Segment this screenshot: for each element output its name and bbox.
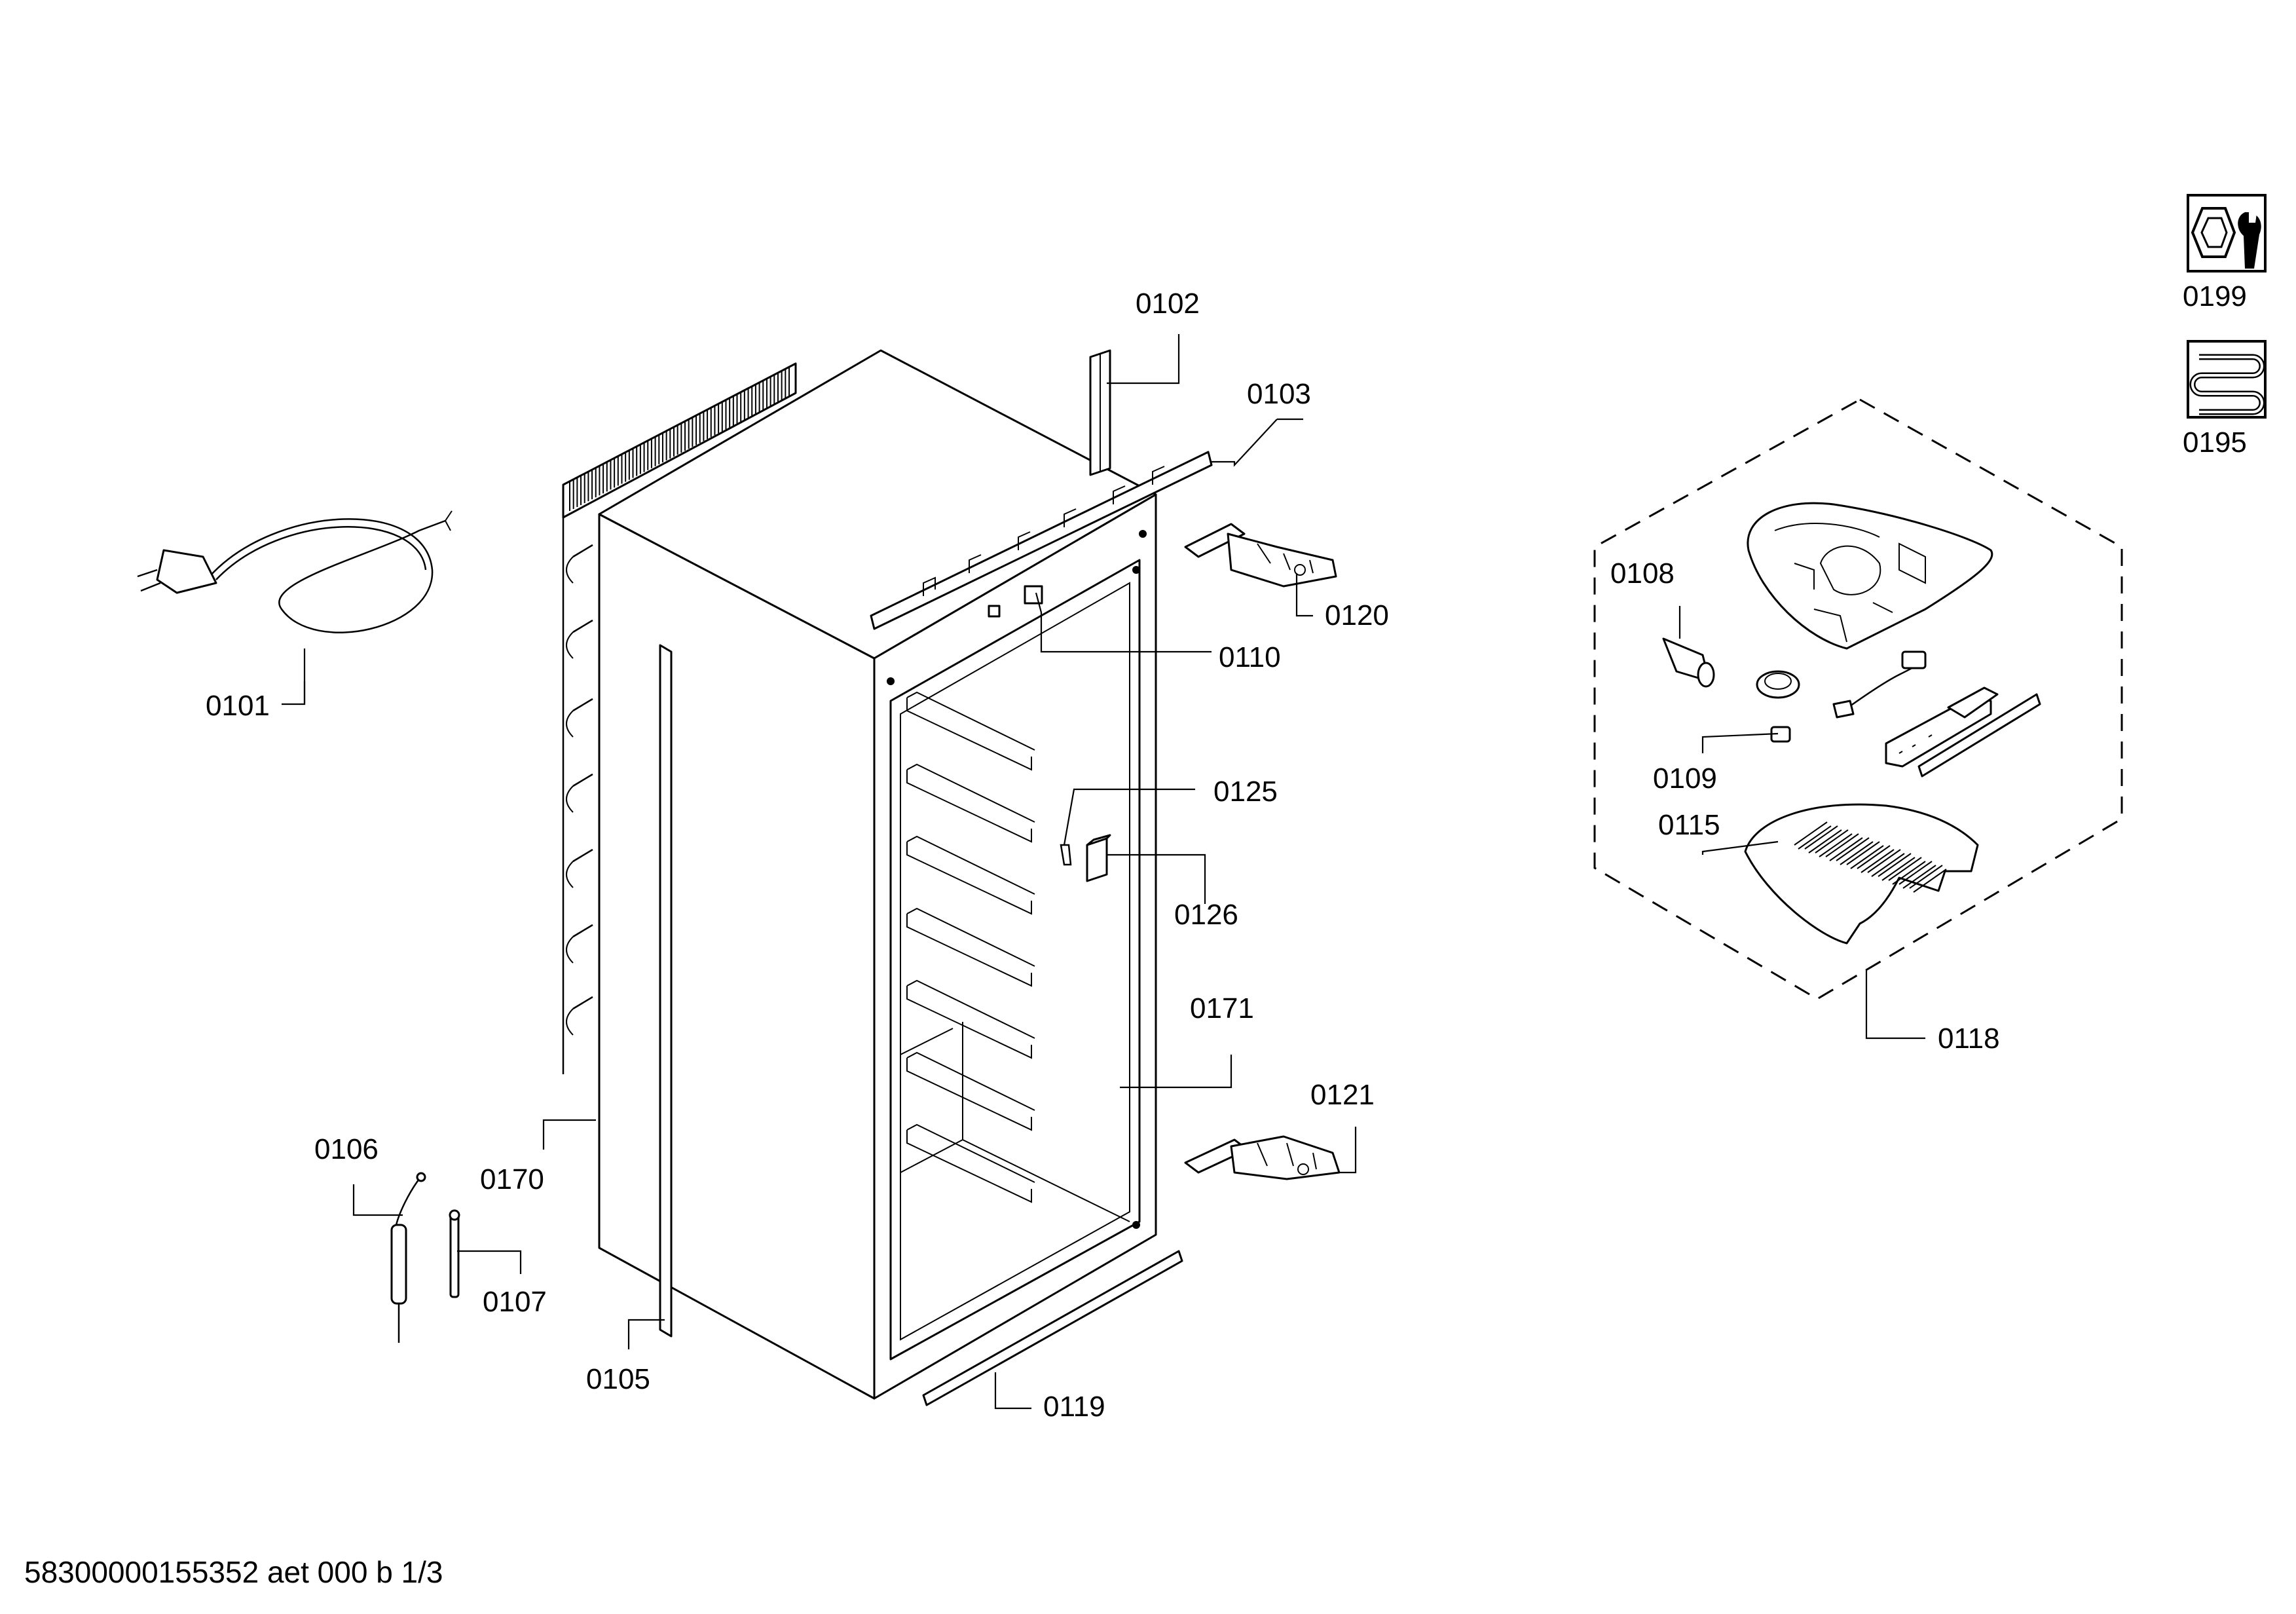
- label-0126: 0126: [1174, 899, 1238, 931]
- label-0103: 0103: [1247, 378, 1311, 410]
- heating-coil-icon: [2187, 340, 2267, 419]
- door-switch-parts: [1060, 834, 1111, 882]
- leader-lines: [282, 334, 1925, 1410]
- top-spacer-strip: [1089, 349, 1111, 476]
- hex-nut-wrench-icon: [2187, 194, 2267, 272]
- label-0108: 0108: [1610, 557, 1675, 590]
- part-labels: 0101 0102 0103 0105 0106 0107 0108 0109 …: [206, 280, 2247, 1423]
- bottom-trim-strip: [922, 1250, 1183, 1406]
- power-cord: [137, 510, 453, 633]
- lamp-housing: [1747, 502, 1993, 650]
- label-0199: 0199: [2183, 280, 2247, 312]
- fan-cover: [1744, 803, 1979, 945]
- label-0115: 0115: [1658, 809, 1720, 841]
- lamp-socket: [1662, 637, 1715, 688]
- bottom-hinge: [1184, 1135, 1341, 1180]
- light-switch: [1756, 670, 1800, 699]
- top-hinge: [1184, 523, 1337, 588]
- label-0119: 0119: [1043, 1391, 1105, 1423]
- side-trim-strip: [659, 644, 673, 1338]
- condenser-grille: [562, 362, 797, 1074]
- label-0109: 0109: [1653, 762, 1717, 795]
- label-0171: 0171: [1190, 992, 1254, 1024]
- cabinet-body: [562, 349, 1157, 1400]
- label-0102: 0102: [1136, 288, 1200, 320]
- control-panel: [1885, 686, 2041, 778]
- label-0170: 0170: [480, 1163, 544, 1195]
- wiring-harness: [1832, 650, 1927, 719]
- top-trim-rail: [870, 451, 1213, 630]
- document-id: 58300000155352 aet 000 b 1/3: [24, 1555, 443, 1589]
- label-0118: 0118: [1938, 1023, 2000, 1055]
- cabinet-side-panel: [598, 513, 876, 1400]
- label-0106: 0106: [314, 1133, 379, 1165]
- label-0110: 0110: [1219, 641, 1281, 673]
- temperature-sensors: [390, 1172, 460, 1343]
- label-0120: 0120: [1325, 599, 1389, 631]
- label-0125: 0125: [1213, 776, 1278, 808]
- label-0105: 0105: [586, 1363, 650, 1395]
- cabinet-opening: [889, 559, 1141, 1361]
- label-0107: 0107: [483, 1286, 547, 1318]
- shelf-rails: [906, 691, 1035, 1203]
- label-0101: 0101: [206, 690, 270, 722]
- label-0195: 0195: [2183, 426, 2247, 459]
- label-0121: 0121: [1310, 1079, 1375, 1111]
